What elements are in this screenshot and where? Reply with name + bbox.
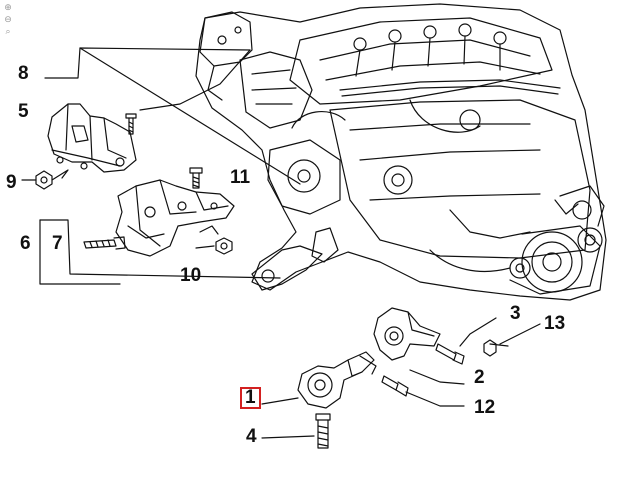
callout-6[interactable]: 6 (20, 233, 31, 254)
callout-4[interactable]: 4 (246, 426, 257, 447)
zoom-toolbar: ⊕ ⊖ ⌕ (2, 2, 14, 38)
callout-13[interactable]: 13 (544, 313, 566, 334)
callout-1-selected[interactable]: 1 (240, 387, 261, 409)
callout-10[interactable]: 10 (180, 265, 202, 286)
magnifier-plus-icon[interactable]: ⊕ (4, 3, 12, 13)
engine-assembly (195, 3, 607, 301)
group-mount-left (39, 167, 281, 285)
callout-12[interactable]: 12 (474, 397, 496, 418)
callout-2[interactable]: 2 (474, 367, 485, 388)
callout-3[interactable]: 3 (510, 303, 521, 324)
callout-11[interactable]: 11 (230, 167, 251, 188)
callout-7[interactable]: 7 (52, 233, 63, 254)
magnifier-minus-icon[interactable]: ⊖ (4, 15, 12, 25)
group-mount-upper (21, 47, 301, 190)
callout-5[interactable]: 5 (18, 101, 29, 122)
group-torque-rod (261, 307, 541, 449)
zoom-fit-icon[interactable]: ⌕ (5, 27, 11, 37)
callout-8[interactable]: 8 (18, 63, 29, 84)
callout-9[interactable]: 9 (6, 172, 17, 193)
